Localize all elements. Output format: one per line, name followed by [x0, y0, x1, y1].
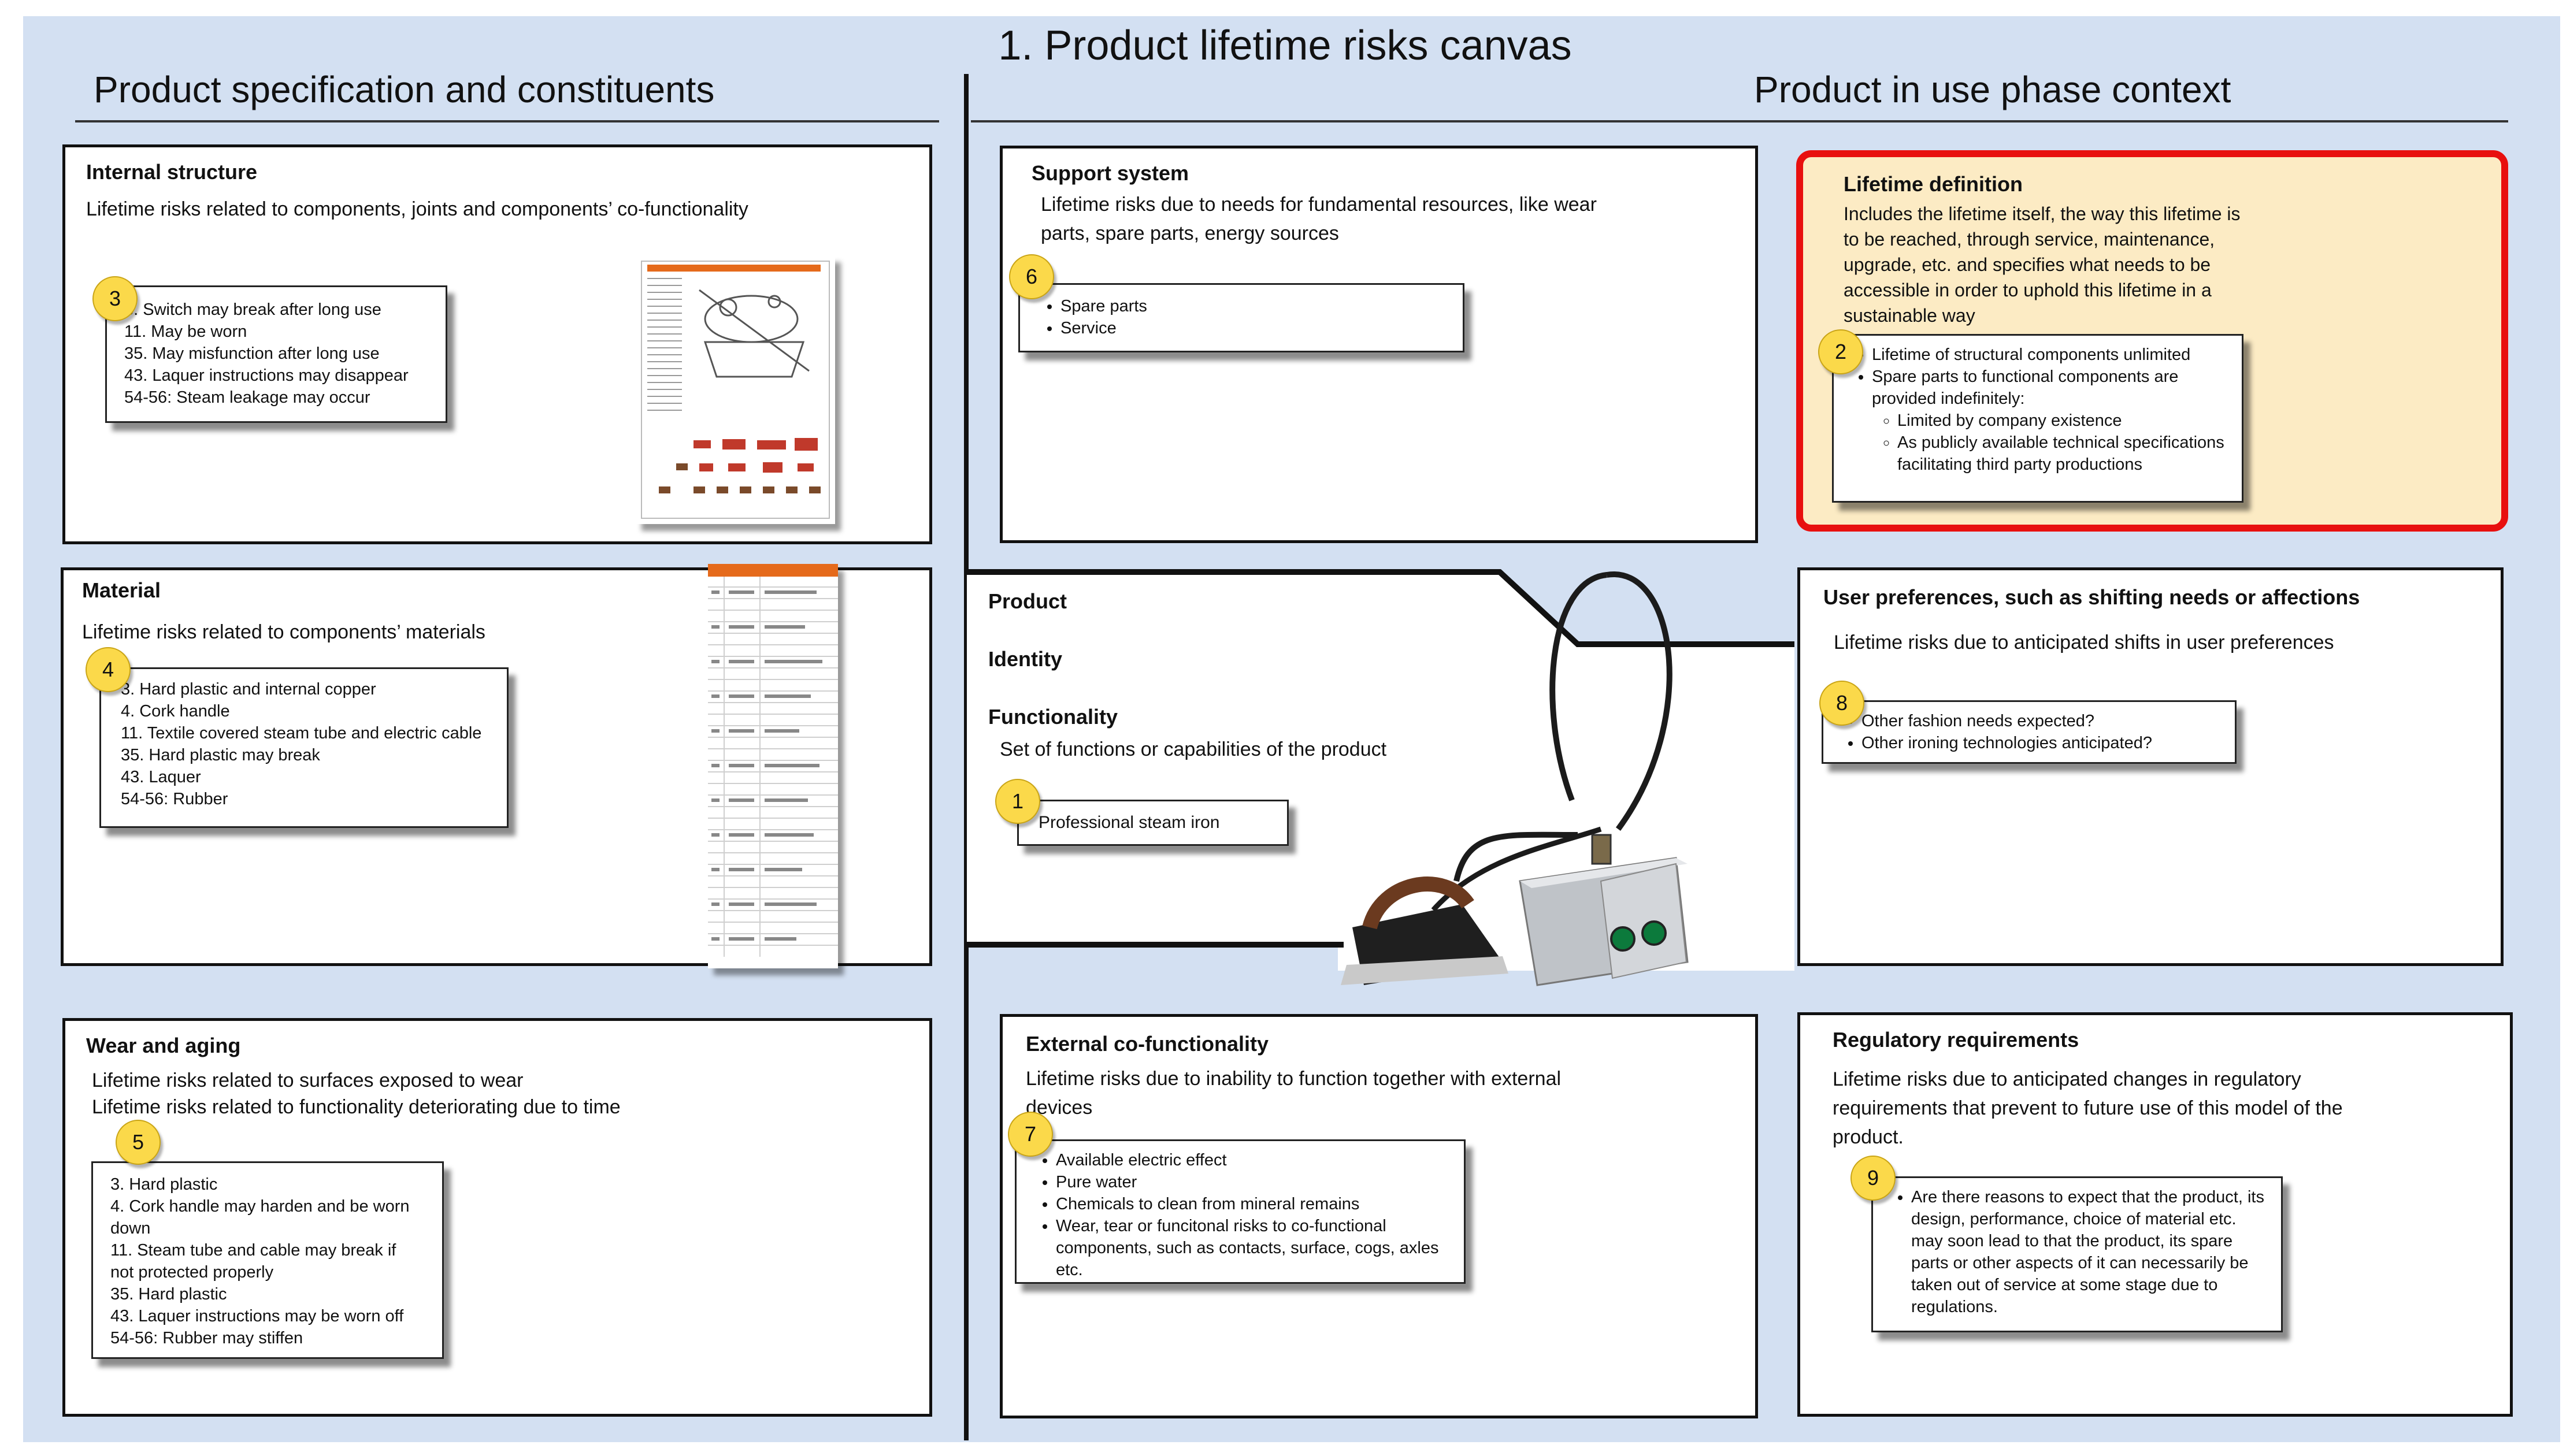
note-line: 3. Switch may break after long use [124, 300, 381, 319]
lifetime-desc-line: to be reached, through service, maintena… [1844, 229, 2215, 250]
note-line: 54-56: Rubber [121, 790, 228, 808]
lifetime-desc-line: accessible in order to uphold this lifet… [1844, 280, 2212, 300]
left-heading-underline [75, 120, 939, 122]
badge-1: 1 [995, 779, 1040, 824]
internal-structure-title: Internal structure [86, 160, 258, 184]
note-bullet: Spare parts [1060, 295, 1445, 317]
wear-aging-desc-1: Lifetime risks related to surfaces expos… [92, 1069, 524, 1091]
user-preferences-note: Other fashion needs expected? Other iron… [1822, 700, 2237, 764]
note-bullet: Chemicals to clean from mineral remains [1056, 1193, 1448, 1215]
lifetime-definition-note: Lifetime of structural components unlimi… [1832, 334, 2243, 503]
badge-8: 8 [1819, 681, 1864, 726]
note-line: 3. Hard plastic [110, 1175, 218, 1194]
user-preferences-box: User preferences, such as shifting needs… [1797, 567, 2504, 966]
left-section-heading: Product specification and constituents [94, 69, 715, 110]
note-line: 54-56: Rubber may stiffen [110, 1329, 303, 1347]
lifetime-definition-title: Lifetime definition [1844, 172, 2023, 196]
note-bullet: Service [1060, 317, 1445, 339]
note-bullet: Lifetime of structural components unlimi… [1872, 344, 2227, 366]
note-sub-bullet: As publicly available technical specific… [1897, 432, 2227, 476]
note-line: 35. Hard plastic [110, 1285, 227, 1303]
regulatory-requirements-note: Are there reasons to expect that the pro… [1871, 1176, 2283, 1332]
note-line: not protected properly [110, 1263, 274, 1282]
note-bullet: Pure water [1056, 1171, 1448, 1193]
regulatory-desc-line: requirements that prevent to future use … [1833, 1097, 2343, 1119]
badge-9: 9 [1850, 1156, 1896, 1201]
note-line: 43. Laquer instructions may be worn off [110, 1307, 404, 1325]
wear-aging-title: Wear and aging [86, 1034, 241, 1057]
note-line: 35. Hard plastic may break [121, 746, 320, 764]
note-bullet: Spare parts to functional components are… [1872, 366, 2227, 476]
note-bullet-text: Spare parts to functional components are… [1872, 367, 2179, 408]
internal-structure-note: 3. Switch may break after long use 11. M… [105, 285, 447, 423]
right-heading-underline [971, 120, 2508, 122]
note-line: 43. Laquer [121, 768, 201, 786]
external-cofunctionality-title: External co-functionality [1026, 1032, 1269, 1056]
note-line: 4. Cork handle may harden and be worn [110, 1197, 410, 1216]
note-line: 3. Hard plastic and internal copper [121, 680, 376, 699]
lifetime-definition-desc: Includes the lifetime itself, the way th… [1844, 201, 2241, 328]
support-system-title: Support system [1032, 161, 1189, 185]
exploded-parts-diagram-icon [636, 255, 835, 524]
lifetime-desc-line: upgrade, etc. and specifies what needs t… [1844, 254, 2211, 275]
functionality-desc: Set of functions or capabilities of the … [1000, 738, 1387, 760]
regulatory-requirements-title: Regulatory requirements [1833, 1028, 2079, 1052]
internal-structure-desc: Lifetime risks related to components, jo… [86, 198, 748, 220]
steam-iron-station-icon [1341, 571, 1689, 986]
regulatory-desc-line: Lifetime risks due to anticipated change… [1833, 1068, 2301, 1090]
right-section-heading: Product in use phase context [1754, 69, 2231, 110]
external-cofunctionality-note: Available electric effect Pure water Che… [1015, 1139, 1466, 1284]
material-desc: Lifetime risks related to components’ ma… [82, 621, 485, 643]
support-system-desc-2: parts, spare parts, energy sources [1041, 222, 1339, 244]
regulatory-requirements-desc: Lifetime risks due to anticipated change… [1833, 1065, 2343, 1152]
material-note: 3. Hard plastic and internal copper 4. C… [99, 667, 509, 828]
external-cofunctionality-desc-1: Lifetime risks due to inability to funct… [1026, 1068, 1562, 1090]
regulatory-desc-line: product. [1833, 1126, 1904, 1148]
product-value-note: Professional steam iron [1017, 800, 1289, 846]
identity-label: Identity [988, 647, 1063, 671]
note-line: 11. May be worn [124, 322, 247, 341]
badge-6: 6 [1009, 254, 1054, 299]
wear-aging-note: 3. Hard plastic 4. Cork handle may harde… [91, 1161, 444, 1359]
center-divider [964, 74, 969, 1440]
user-preferences-title: User preferences, such as shifting needs… [1823, 585, 2360, 609]
badge-7: 7 [1008, 1112, 1053, 1157]
parts-list-table-icon [708, 564, 838, 968]
lifetime-desc-line: Includes the lifetime itself, the way th… [1844, 203, 2241, 224]
material-title: Material [82, 578, 161, 602]
note-line: 4. Cork handle [121, 702, 230, 720]
note-line: 43. Laquer instructions may disappear [124, 366, 409, 385]
note-bullet: Other fashion needs expected? [1861, 710, 2220, 732]
note-sub-bullet: Limited by company existence [1897, 410, 2227, 432]
lifetime-desc-line: sustainable way [1844, 305, 1975, 326]
note-bullet: Wear, tear or funcitonal risks to co-fun… [1056, 1215, 1448, 1281]
note-line: 11. Textile covered steam tube and elect… [121, 724, 482, 742]
note-bullet: Are there reasons to expect that the pro… [1911, 1186, 2266, 1318]
functionality-label: Functionality [988, 705, 1118, 729]
user-preferences-desc: Lifetime risks due to anticipated shifts… [1834, 632, 2334, 653]
badge-5: 5 [116, 1120, 161, 1165]
support-system-note: Spare parts Service [1018, 283, 1464, 352]
badge-3: 3 [92, 276, 138, 321]
product-value: Professional steam iron [1039, 813, 1220, 832]
page-title: 1. Product lifetime risks canvas [998, 23, 1572, 69]
wear-aging-desc-2: Lifetime risks related to functionality … [92, 1096, 621, 1118]
product-label: Product [988, 589, 1067, 613]
support-system-desc-1: Lifetime risks due to needs for fundamen… [1041, 194, 1597, 216]
badge-4: 4 [86, 647, 131, 692]
note-bullet: Available electric effect [1056, 1149, 1448, 1171]
note-line: 54-56: Steam leakage may occur [124, 388, 370, 407]
note-bullet: Other ironing technologies anticipated? [1861, 732, 2220, 754]
note-line: 35. May misfunction after long use [124, 344, 380, 363]
note-line: 11. Steam tube and cable may break if [110, 1241, 396, 1260]
badge-2: 2 [1818, 329, 1863, 374]
note-line: down [110, 1219, 151, 1238]
